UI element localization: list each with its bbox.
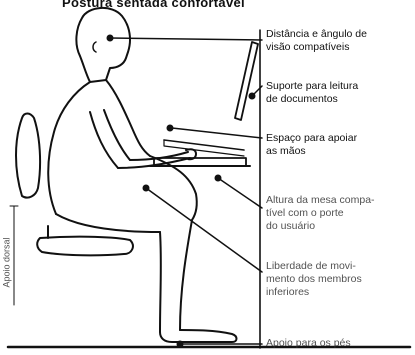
leader-lines — [110, 30, 262, 348]
person-back — [48, 82, 90, 214]
leader-vision — [110, 38, 262, 40]
leader-movement — [146, 188, 262, 272]
diagram-title: Postura sentada confortável — [62, 0, 245, 10]
label-leg-movement: Liberdade de movi- mento dos membros inf… — [266, 260, 362, 299]
document-holder — [235, 42, 258, 120]
person-torso-front — [106, 80, 150, 156]
chair-seat — [37, 237, 133, 256]
person-thigh-bottom — [56, 214, 160, 232]
person-ear — [93, 42, 96, 52]
person-foot — [160, 330, 237, 342]
label-hand-space: Espaço para apoiar as mãos — [266, 132, 357, 158]
person-head — [76, 8, 130, 82]
label-footrest: Apoio para os pés — [266, 337, 351, 350]
chair-backrest — [16, 114, 40, 198]
label-back-support: Apoio dorsal — [1, 237, 14, 287]
label-document-holder: Suporte para leitura de documentos — [266, 80, 358, 106]
keyboard — [164, 140, 244, 150]
person-upper-arm-back — [90, 112, 118, 168]
person-calf — [160, 232, 161, 332]
person-shin — [180, 220, 192, 330]
leader-hands — [172, 128, 262, 138]
label-vision: Distância e ângulo de visão compatíveis — [266, 28, 367, 54]
leader-desk — [218, 178, 262, 208]
label-desk-height: Altura da mesa compa- tível com o porte … — [266, 194, 375, 233]
